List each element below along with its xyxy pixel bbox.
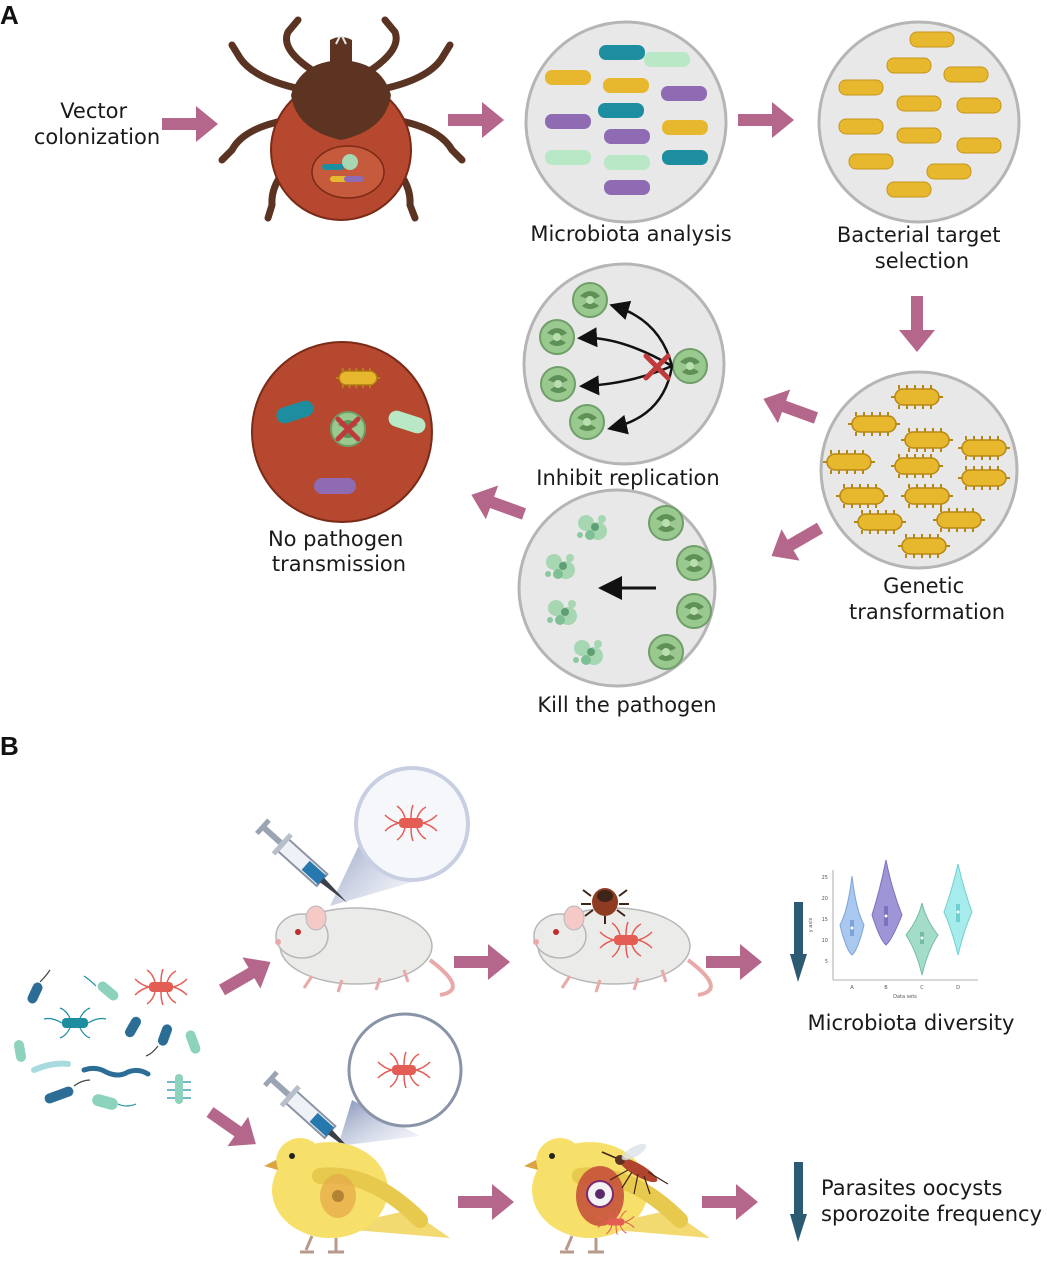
flow-arrow xyxy=(702,1184,758,1220)
mouse-illustration xyxy=(275,905,455,997)
microbiota-analysis-circle xyxy=(524,20,728,224)
decrease-arrow xyxy=(790,1162,807,1242)
violin-cat-a: A xyxy=(850,985,854,991)
microbiota-analysis-label: Microbiota analysis xyxy=(530,222,731,246)
flow-arrow xyxy=(757,381,823,435)
genetic-transformation-circle xyxy=(819,370,1019,570)
no-pathogen-transmission-label: No pathogen transmission xyxy=(268,527,410,576)
inhibit-replication-label: Inhibit replication xyxy=(536,466,719,490)
bacterial-target-circle xyxy=(817,20,1021,224)
magnifier-top xyxy=(330,766,470,906)
flow-arrow xyxy=(762,512,829,572)
syringe-icon xyxy=(263,1070,356,1155)
tick-illustration xyxy=(218,16,466,222)
genetic-transformation-label: Genetic transformation xyxy=(849,574,1005,624)
violin-cat-d: D xyxy=(956,985,960,991)
violin-cat-b: B xyxy=(884,985,888,991)
violin-chart-xlabel: Data sets xyxy=(893,994,917,1000)
flow-arrow xyxy=(454,944,510,980)
vector-colonization-label: Vector colonization xyxy=(34,99,160,149)
decrease-arrow xyxy=(790,902,807,982)
violin-ytick: 5 xyxy=(825,959,828,965)
flow-arrow xyxy=(448,102,504,138)
panel-a-letter: A xyxy=(0,0,19,30)
panel-b-letter: B xyxy=(0,731,19,761)
violin-ytick: 15 xyxy=(822,917,828,923)
no-transmission-circle xyxy=(251,341,433,523)
flow-arrow xyxy=(213,946,280,1006)
inhibit-replication-circle xyxy=(522,262,726,466)
flow-arrow xyxy=(465,477,531,531)
violin-chart-ylabel: y axis xyxy=(808,917,814,932)
bacteria-cluster xyxy=(13,968,201,1110)
canary-with-mosquito xyxy=(524,1138,710,1254)
flow-arrow xyxy=(458,1184,514,1220)
microbiota-diversity-label: Microbiota diversity xyxy=(808,1011,1015,1035)
mouse-with-tick xyxy=(533,888,713,997)
violin-ytick: 10 xyxy=(822,938,828,944)
magnifier-bottom xyxy=(338,1012,463,1146)
flow-arrow xyxy=(899,296,935,352)
violin-ytick: 25 xyxy=(822,875,828,881)
syringe-icon xyxy=(255,818,348,903)
flow-arrow xyxy=(706,944,762,980)
flow-arrow xyxy=(199,1097,267,1159)
kill-pathogen-circle xyxy=(517,488,717,688)
violin-cat-c: C xyxy=(920,985,924,991)
violin-ytick: 20 xyxy=(822,896,828,902)
violin-chart: y axis Data sets A B C D 25 20 15 10 5 xyxy=(808,859,978,1000)
bacterial-target-label: Bacterial target selection xyxy=(837,223,1007,273)
kill-pathogen-label: Kill the pathogen xyxy=(537,693,716,717)
parasites-frequency-label: Parasites oocysts sporozoite frequency xyxy=(821,1176,1042,1226)
flow-arrow xyxy=(738,102,794,138)
flow-arrow xyxy=(162,106,218,142)
canary-illustration xyxy=(264,1138,450,1254)
